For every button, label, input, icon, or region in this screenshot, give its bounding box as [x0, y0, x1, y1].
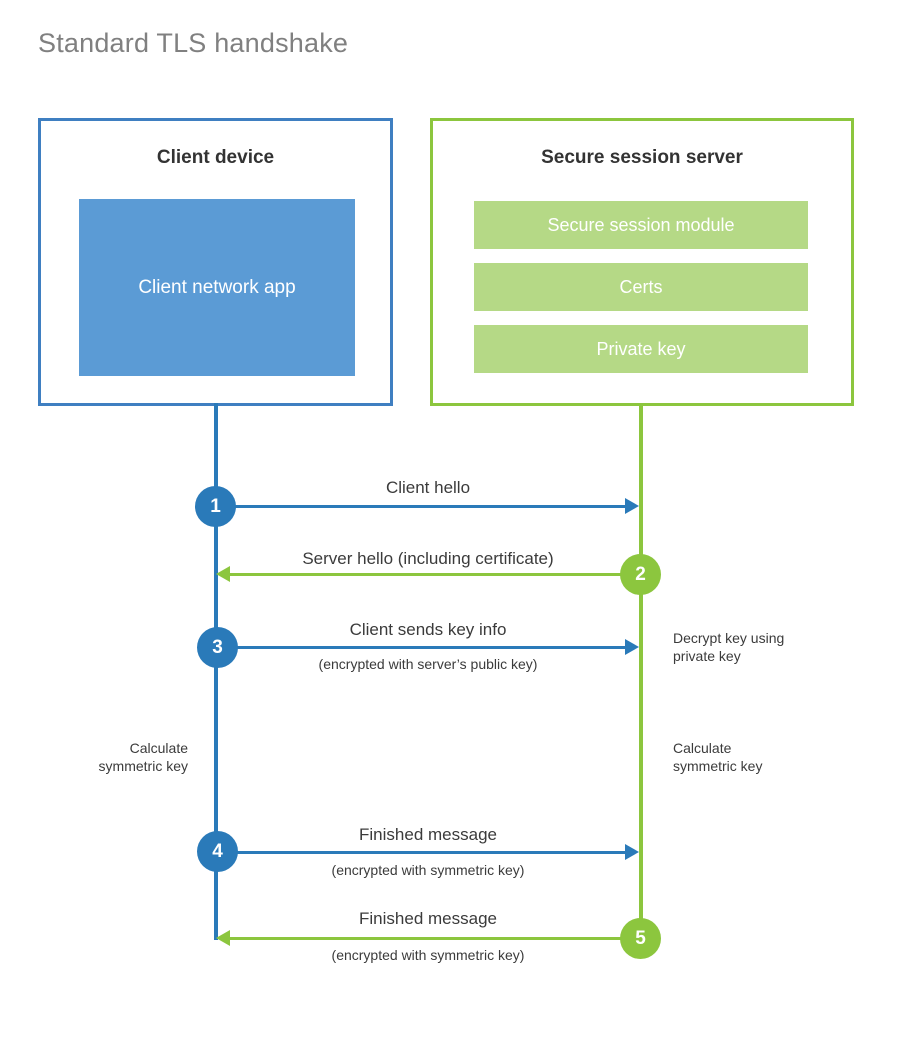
- client-device-heading: Client device: [156, 147, 275, 168]
- server-component-secure-session-module: Secure session module: [474, 201, 808, 249]
- step-3-arrowhead: [625, 639, 639, 655]
- step-3-arrow-line: [216, 646, 626, 649]
- client-calculate-note-text: Calculate symmetric key: [98, 740, 188, 775]
- step-5-label: Finished message: [359, 909, 497, 928]
- step-3-label: Client sends key info: [349, 620, 507, 639]
- step-5-arrowhead: [216, 930, 230, 946]
- step-2-arrow-line: [229, 573, 641, 576]
- client-lifeline: [214, 403, 218, 940]
- server-calculate-note: Calculate symmetric key: [673, 739, 863, 775]
- server-calculate-note-text: Calculate symmetric key: [673, 740, 763, 775]
- step-3-sublabel: (encrypted with server’s public key): [318, 656, 538, 672]
- step-2-label: Server hello (including certificate): [302, 549, 554, 568]
- step-3-marker: 3: [197, 627, 238, 668]
- step-4-arrow-line: [216, 851, 626, 854]
- step-5-marker: 5: [620, 918, 661, 959]
- client-network-app-block: Client network app: [79, 199, 355, 376]
- step-2-marker: 2: [620, 554, 661, 595]
- server-decrypt-note: Decrypt key using private key: [673, 629, 863, 665]
- step-4-arrowhead: [625, 844, 639, 860]
- step-4-sublabel: (encrypted with symmetric key): [331, 862, 525, 878]
- step-1-marker: 1: [195, 486, 236, 527]
- page-title: Standard TLS handshake: [38, 28, 349, 58]
- step-1-arrowhead: [625, 498, 639, 514]
- server-component-certs: Certs: [474, 263, 808, 311]
- secure-session-server-box: Secure session server Secure session mod…: [430, 118, 854, 406]
- secure-session-server-heading: Secure session server: [541, 147, 743, 168]
- step-4-marker: 4: [197, 831, 238, 872]
- server-component-private-key: Private key: [474, 325, 808, 373]
- step-5-arrow-line: [229, 937, 641, 940]
- step-2-arrowhead: [216, 566, 230, 582]
- step-1-label: Client hello: [385, 478, 471, 497]
- client-calculate-note: Calculate symmetric key: [20, 739, 188, 775]
- step-5-sublabel: (encrypted with symmetric key): [331, 947, 525, 963]
- client-device-box: Client device Client network app: [38, 118, 393, 406]
- server-lifeline: [639, 403, 643, 940]
- step-1-arrow-line: [216, 505, 626, 508]
- server-decrypt-note-text: Decrypt key using private key: [673, 630, 785, 665]
- step-4-label: Finished message: [359, 825, 497, 844]
